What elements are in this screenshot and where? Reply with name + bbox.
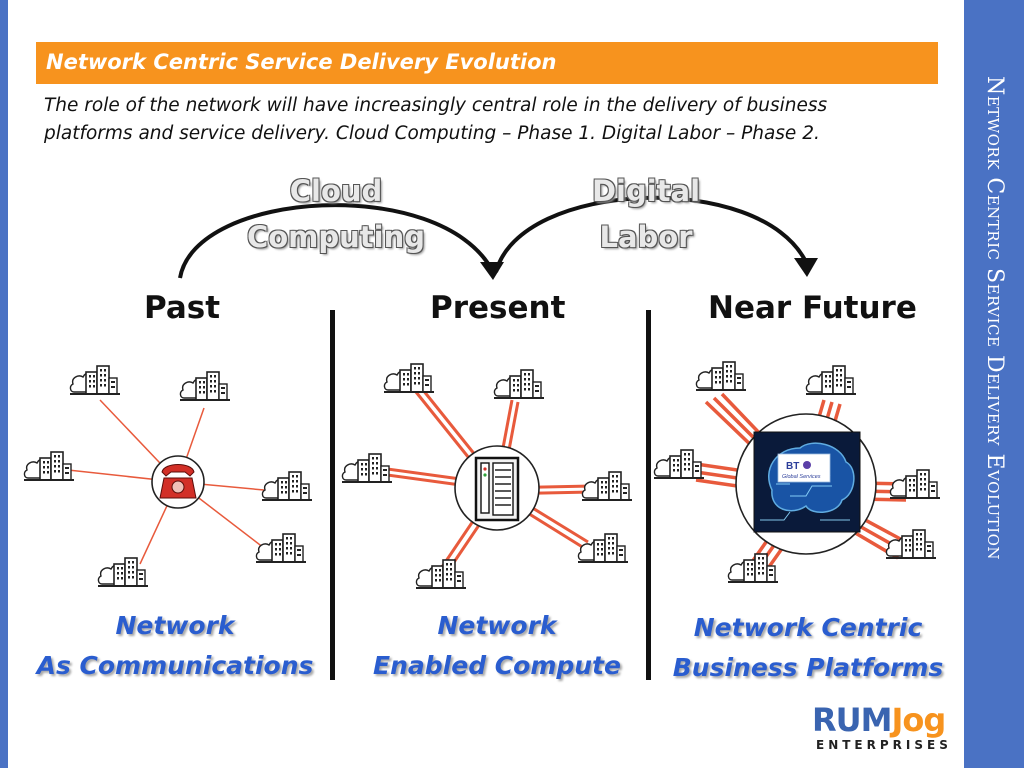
office-building-icon [653,449,705,479]
logo-rum-text: RUM [812,701,892,739]
transition-line-1: Digital [591,174,701,208]
bt-globe-icon [803,461,811,469]
subtitle-line-1: The role of the network will have increa… [44,95,828,116]
bt-brand: BT [786,461,799,472]
era-divider-1 [330,310,335,680]
side-panel [964,0,1024,768]
caption-line-2: As Communications [36,651,314,680]
office-building-icon [695,361,747,391]
transition-line-2: Labor [599,220,693,254]
rumjog-logo: RUMJog ENTERPRISES [812,702,960,758]
slide-title: Network Centric Service Delivery Evoluti… [46,50,557,74]
office-building-icon [69,365,121,395]
logo-jog-text: Jog [891,701,946,739]
office-building-icon [493,369,545,399]
future-caption: Network Centric Business Platforms [660,608,956,688]
caption-line-2: Enabled Compute [373,651,621,680]
future-network: BT Global Services [653,361,941,583]
caption-line-1: Network Centric [693,613,923,642]
transition-label-cloud-computing: Cloud Computing [236,168,436,260]
era-past-label: Past [144,290,221,326]
office-building-icon [23,451,75,481]
digital-labor-arrowhead [794,258,818,277]
logo-enterprises-text: ENTERPRISES [816,738,952,752]
caption-line-1: Network [115,611,235,640]
office-building-icon [383,363,435,393]
caption-line-1: Network [437,611,557,640]
caption-line-2: Business Platforms [672,653,944,682]
past-caption: Network As Communications [22,606,328,686]
era-present-label: Present [430,290,566,326]
office-building-icon [179,371,231,401]
era-near-future-label: Near Future [708,290,917,326]
left-accent-strip [0,0,8,768]
present-caption: Network Enabled Compute [350,606,644,686]
office-building-icon [889,469,941,499]
bt-tagline: Global Services [782,474,821,480]
ai-brain-icon: BT Global Services [735,413,877,555]
present-network [341,363,633,589]
server-rack-icon [454,445,540,531]
transition-label-digital-labor: Digital Labor [556,168,736,260]
office-building-icon [581,471,633,501]
past-network [23,365,313,587]
subtitle-line-2: platforms and service delivery. Cloud Co… [44,123,820,144]
office-building-icon [805,365,857,395]
office-building-icon [255,533,307,563]
office-building-icon [341,453,393,483]
telephone-icon [151,455,205,509]
office-building-icon [577,533,629,563]
slide-subtitle: The role of the network will have increa… [44,92,944,148]
transition-line-1: Cloud [289,174,383,208]
title-bar: Network Centric Service Delivery Evoluti… [36,42,938,84]
digital-labor-arc [494,195,808,273]
cloud-computing-arc [178,203,494,279]
office-building-icon [415,559,467,589]
transition-line-2: Computing [246,220,426,254]
era-divider-2 [646,310,651,680]
office-building-icon [261,471,313,501]
